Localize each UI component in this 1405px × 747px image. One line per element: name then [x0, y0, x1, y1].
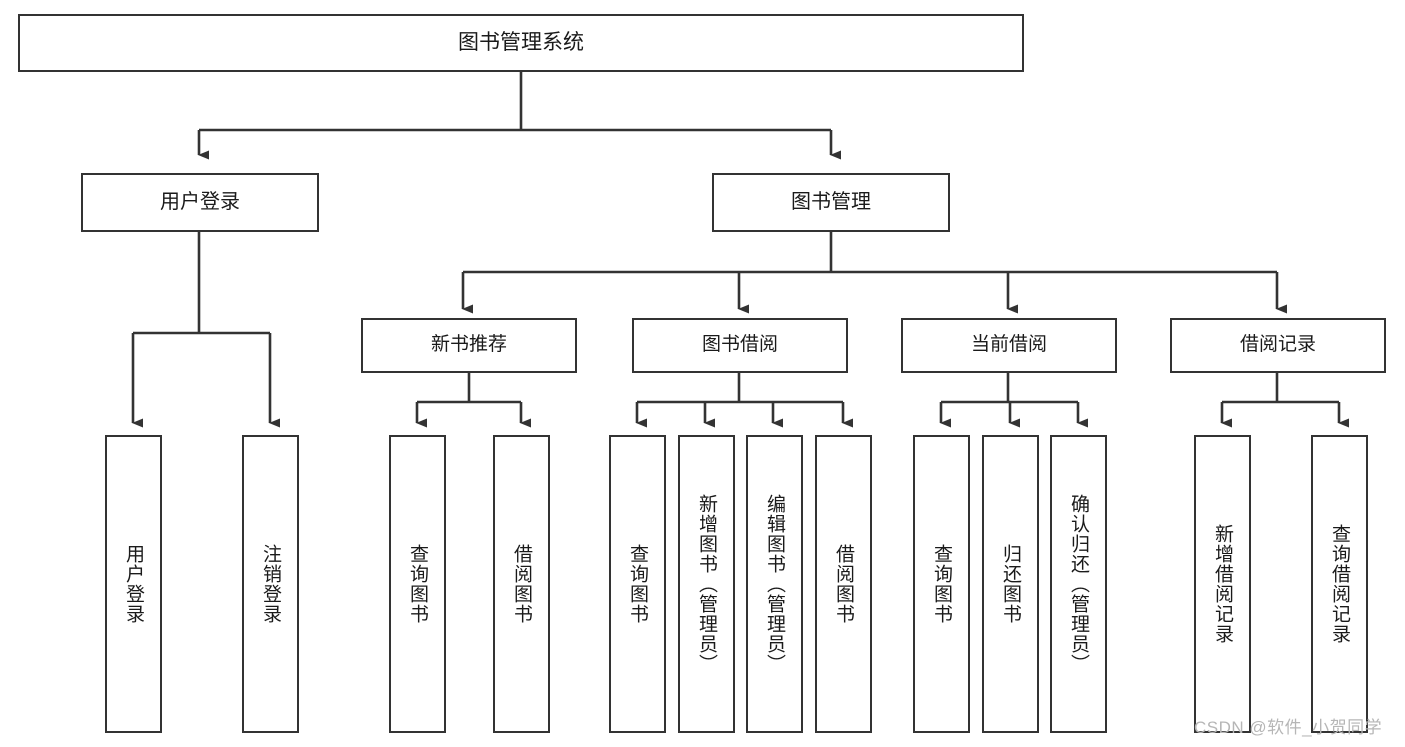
node-label: 编辑图书（管理员）: [764, 494, 785, 674]
node-root-book-management-system[interactable]: 图书管理系统: [18, 14, 1024, 72]
node-leaf-borrow-book[interactable]: 借阅图书: [815, 435, 872, 733]
node-label: 用户登录: [160, 190, 240, 213]
node-leaf-query-book-recommend[interactable]: 查询图书: [389, 435, 446, 733]
node-new-book-recommend[interactable]: 新书推荐: [361, 318, 577, 373]
node-label: 新增图书（管理员）: [696, 494, 717, 674]
node-label: 当前借阅: [970, 334, 1047, 356]
node-leaf-return-book[interactable]: 归还图书: [982, 435, 1039, 733]
node-label: 新增借阅记录: [1212, 524, 1233, 644]
node-label: 确认归还（管理员）: [1068, 494, 1089, 674]
node-leaf-confirm-return-admin[interactable]: 确认归还（管理员）: [1050, 435, 1107, 733]
node-label: 查询图书: [627, 544, 648, 624]
node-label: 图书管理系统: [458, 30, 584, 54]
node-book-management[interactable]: 图书管理: [712, 173, 950, 232]
node-user-login[interactable]: 用户登录: [81, 173, 319, 232]
node-label: 用户登录: [123, 544, 144, 624]
node-leaf-edit-book-admin[interactable]: 编辑图书（管理员）: [746, 435, 803, 733]
node-label: 归还图书: [1000, 544, 1021, 624]
node-leaf-query-book-borrow[interactable]: 查询图书: [609, 435, 666, 733]
node-leaf-add-book-admin[interactable]: 新增图书（管理员）: [678, 435, 735, 733]
node-current-borrow[interactable]: 当前借阅: [901, 318, 1117, 373]
node-leaf-add-borrow-record[interactable]: 新增借阅记录: [1194, 435, 1251, 733]
node-label: 图书管理: [791, 190, 871, 213]
csdn-watermark: CSDN @软件_小贺同学: [1194, 718, 1383, 737]
node-label: 借阅记录: [1239, 334, 1316, 356]
node-label: 注销登录: [260, 544, 281, 624]
node-label: 查询图书: [407, 544, 428, 624]
node-leaf-user-login[interactable]: 用户登录: [105, 435, 162, 733]
node-borrow-record[interactable]: 借阅记录: [1170, 318, 1386, 373]
node-label: 图书借阅: [701, 334, 778, 356]
node-leaf-logout-login[interactable]: 注销登录: [242, 435, 299, 733]
node-leaf-borrow-book-recommend[interactable]: 借阅图书: [493, 435, 550, 733]
node-label: 借阅图书: [511, 544, 532, 624]
node-label: 查询借阅记录: [1329, 524, 1350, 644]
node-book-borrow[interactable]: 图书借阅: [632, 318, 848, 373]
node-leaf-query-borrow-record[interactable]: 查询借阅记录: [1311, 435, 1368, 733]
node-label: 查询图书: [931, 544, 952, 624]
node-label: 新书推荐: [430, 334, 507, 356]
node-leaf-query-book-current[interactable]: 查询图书: [913, 435, 970, 733]
node-label: 借阅图书: [833, 544, 854, 624]
